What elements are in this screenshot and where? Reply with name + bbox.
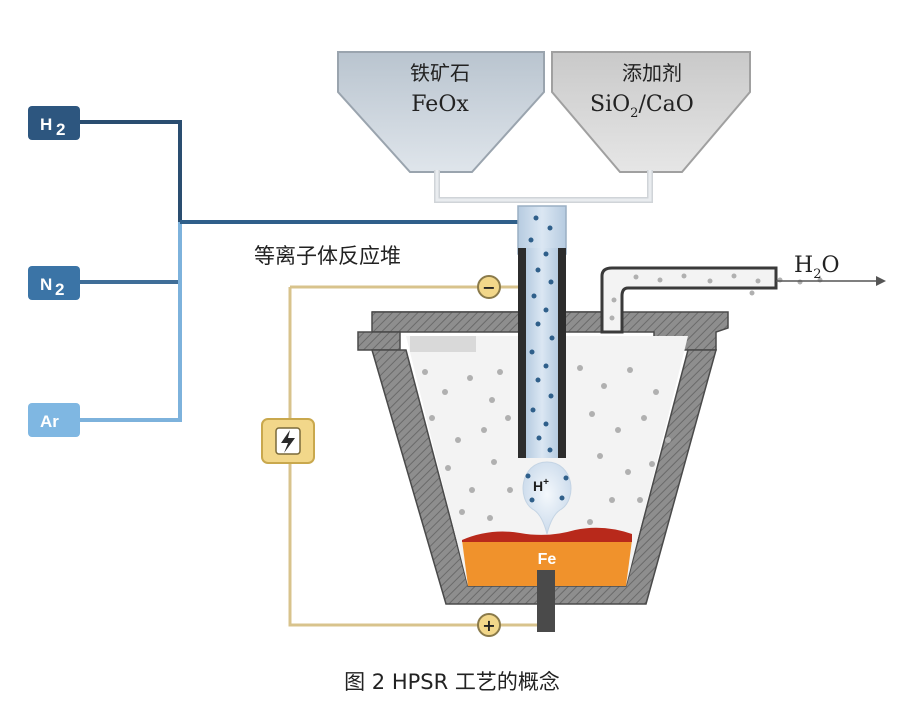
product-fe-label: Fe [538, 551, 557, 568]
outlet-label: H2O [794, 253, 840, 282]
gas-h2-label: H [40, 115, 52, 134]
ar-line [78, 222, 182, 422]
hydrogen-ion-plasma: H+ [522, 461, 572, 535]
furnace: Fe [357, 311, 729, 632]
gas-ar-box: Ar [28, 403, 80, 437]
gas-h2-sub: 2 [56, 120, 65, 139]
lightning-bolt-icon [281, 430, 295, 453]
positive-terminal: + [477, 613, 501, 637]
additive-label-cn: 添加剂 [622, 61, 682, 85]
feed-pipes [434, 170, 653, 203]
power-supply [261, 418, 315, 464]
ore-hopper: 铁矿石 FeOx [337, 51, 545, 173]
gas-h2-box: H 2 [28, 106, 80, 140]
h2-line [78, 120, 182, 222]
gas-manifold [78, 120, 525, 422]
svg-text:+: + [482, 616, 495, 635]
outlet-arrow-icon [876, 276, 886, 286]
gas-n2-sub: 2 [55, 280, 64, 299]
ore-label-cn: 铁矿石 [410, 61, 470, 85]
h-plus-label: H+ [533, 477, 549, 494]
additive-hopper: 添加剂 SiO2/CaO [551, 51, 751, 173]
figure-caption: 图 2 HPSR 工艺的概念 [344, 670, 560, 694]
svg-text:−: − [482, 278, 495, 297]
negative-terminal: − [477, 275, 501, 299]
gas-n2-box: N 2 [28, 266, 80, 300]
hpsr-diagram: H 2 N 2 Ar 铁矿石 FeOx 添加剂 SiO2/CaO 等离子体反应堆 [28, 51, 886, 637]
ore-label-formula: FeOx [411, 92, 469, 117]
offgas-outlet: H2O [600, 253, 886, 334]
additive-label-formula: SiO2/CaO [590, 92, 694, 121]
plasma-lance [517, 205, 567, 458]
reactor-label: 等离子体反应堆 [254, 244, 401, 268]
gas-ar-label: Ar [40, 412, 59, 431]
gas-n2-label: N [40, 275, 52, 294]
